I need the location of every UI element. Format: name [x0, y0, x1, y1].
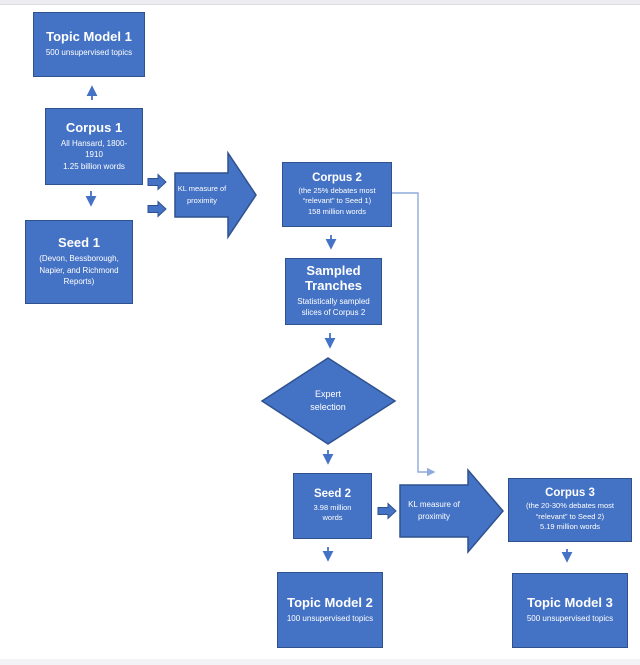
node-seed-2: Seed 2 3.98 million words: [293, 473, 372, 539]
node-title: Sampled Tranches: [304, 262, 363, 293]
node-subtitle: 500 unsupervised topics: [526, 614, 614, 624]
kl-proximity-arrow-2: [399, 467, 504, 555]
node-topic-model-2: Topic Model 2 100 unsupervised topics: [277, 572, 383, 648]
node-subtitle: (the 25% debates most “relevant” to Seed…: [298, 185, 376, 216]
expert-selection-diamond: [260, 357, 397, 445]
node-subtitle: All Hansard, 1800- 1910 1.25 billion wor…: [60, 138, 128, 171]
node-topic-model-3: Topic Model 3 500 unsupervised topics: [512, 573, 628, 648]
node-subtitle: (the 20-30% debates most “relevant” to S…: [526, 501, 614, 532]
node-title: Corpus 1: [65, 119, 123, 135]
node-title: Topic Model 2: [287, 594, 373, 610]
node-corpus-3: Corpus 3 (the 20-30% debates most “relev…: [508, 478, 632, 542]
node-title: Corpus 2: [312, 171, 362, 184]
node-seed-1: Seed 1 (Devon, Bessborough, Napier, and …: [25, 220, 133, 304]
node-sampled-tranches: Sampled Tranches Statistically sampled s…: [285, 258, 382, 325]
node-title: Topic Model 1: [46, 29, 132, 45]
node-subtitle: Statistically sampled slices of Corpus 2: [297, 296, 370, 318]
node-corpus-2: Corpus 2 (the 25% debates most “relevant…: [282, 162, 392, 227]
node-topic-model-1: Topic Model 1 500 unsupervised topics: [33, 12, 145, 77]
node-title: Seed 2: [313, 488, 352, 501]
node-subtitle: (Devon, Bessborough, Napier, and Richmon…: [39, 254, 119, 287]
bottom-border-strip: [0, 659, 640, 665]
node-subtitle: 500 unsupervised topics: [45, 48, 133, 58]
connector-corpus2-to-kl2-elbow: [392, 192, 436, 477]
block-arrow-seed1-to-kl1-icon: [147, 200, 167, 218]
top-border-strip: [0, 0, 640, 5]
block-arrow-seed2-to-kl2-icon: [377, 502, 397, 520]
node-subtitle: 100 unsupervised topics: [286, 613, 374, 623]
node-title: Seed 1: [58, 235, 100, 251]
kl-proximity-arrow-1: [174, 150, 257, 240]
block-arrow-corpus1-to-kl1-icon: [147, 173, 167, 191]
node-title: Topic Model 3: [527, 595, 613, 611]
node-corpus-1: Corpus 1 All Hansard, 1800- 1910 1.25 bi…: [45, 108, 143, 185]
node-subtitle: 3.98 million words: [313, 502, 352, 523]
node-title: Corpus 3: [545, 487, 595, 500]
